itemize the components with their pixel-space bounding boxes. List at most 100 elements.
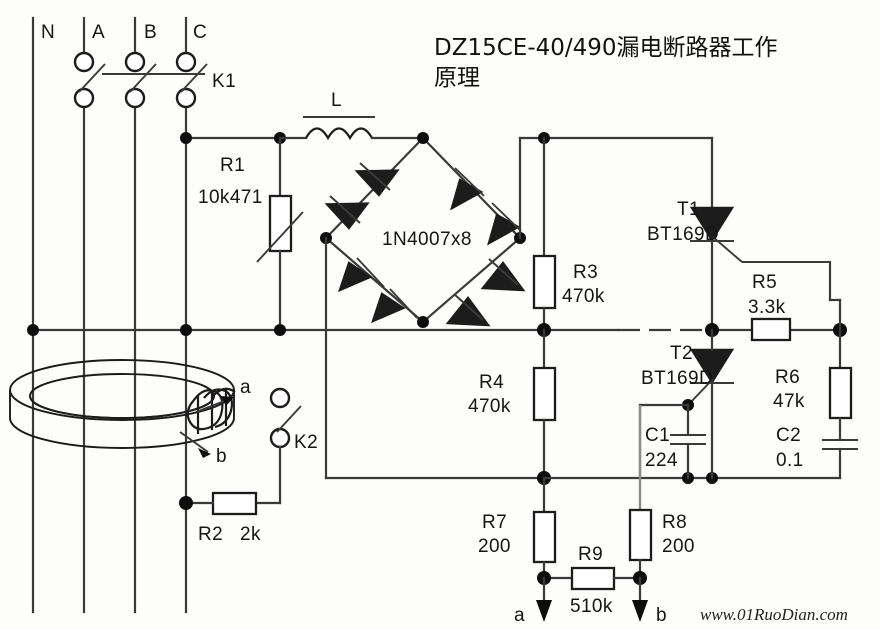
k1-contact-b-top[interactable] [124, 51, 146, 73]
phase-label-n: N [41, 22, 55, 43]
bridge-part-label: 1N4007x8 [382, 229, 472, 250]
diode-tr-2-bar [491, 202, 522, 232]
ct-lead-b-arrow [198, 448, 211, 458]
diagram-title-line1: DZ15CE-40/490漏电断路器工作 [434, 35, 778, 61]
r1-varistor-slash [256, 211, 304, 263]
node-mid-n [27, 324, 39, 336]
component-t1-thyristor[interactable] [689, 206, 830, 263]
component-c1-capacitor [670, 403, 706, 480]
diode-bl-2-bar [389, 288, 418, 319]
r5-ref-label: R5 [752, 272, 777, 293]
component-r6-body [828, 366, 853, 420]
node-mid-c [180, 324, 192, 336]
node-r2-to-c-rail [179, 496, 193, 510]
watermark-text: www.01RuoDian.com [700, 605, 848, 624]
switch-k2[interactable]: K2 [269, 387, 318, 453]
diode-bl-1-bar [356, 257, 385, 288]
diode-br-1-bar [488, 258, 519, 286]
ct-lead-b-line [179, 431, 209, 453]
diode-tl-2-bar [329, 195, 361, 224]
diode-tl-1-bar [359, 162, 391, 191]
t2-value-label: BT169D [641, 368, 713, 389]
ct-body-inner [29, 395, 215, 419]
t1-gate-lead [712, 236, 743, 263]
diode-tr-1-bar [454, 167, 485, 197]
node-c-top-tap [180, 132, 192, 144]
ct-lead-a-arrow [221, 396, 234, 406]
ct-terminal-a-label: a [240, 377, 251, 398]
t1-triangle [689, 206, 735, 243]
l-label: L [331, 90, 342, 111]
t2-ref-label: T2 [670, 343, 693, 364]
k1-contact-a-top[interactable] [73, 51, 95, 73]
r2-value-label: 2k [240, 524, 261, 545]
phase-label-b: B [144, 22, 157, 43]
t1-ref-label: T1 [677, 199, 700, 220]
k1-contact-a-bot[interactable] [73, 87, 95, 109]
bridge-node-bottom [417, 316, 429, 328]
diode-bl-2 [371, 288, 418, 324]
t1-value-label: BT169D [647, 224, 719, 245]
r9-value-label: 510k [570, 596, 613, 617]
r6-ref-label: R6 [775, 367, 800, 388]
diode-br-1 [480, 258, 526, 292]
r1-body [268, 194, 293, 253]
r3-ref-label: R3 [573, 262, 598, 283]
phase-label-a: A [92, 22, 105, 43]
component-r3-body [532, 254, 557, 310]
switch-k1[interactable]: K1 [73, 51, 236, 109]
component-r4-body [532, 366, 557, 422]
k1-contact-c-bot[interactable] [175, 87, 197, 109]
zero-sequence-current-transformer [9, 359, 236, 449]
k1-blade-c[interactable] [180, 63, 208, 93]
component-r9-body [570, 566, 616, 591]
r1-ref-label: R1 [220, 155, 245, 176]
r8-ref-label: R8 [662, 512, 687, 533]
k2-blade[interactable] [276, 405, 302, 433]
c2-ref-label: C2 [776, 425, 801, 446]
out-b-label: b [656, 605, 667, 626]
out-a-arrow [536, 600, 552, 622]
component-inductor-l [303, 116, 375, 141]
diode-br-2-bar [453, 293, 484, 321]
k2-contact-bottom[interactable] [269, 427, 291, 449]
component-c2-capacitor [822, 439, 858, 480]
r9-ref-label: R9 [578, 544, 603, 565]
diode-br-2 [445, 293, 491, 327]
r2-ref-label: R2 [198, 524, 223, 545]
diode-tr-1 [450, 167, 485, 211]
r7-value-label: 200 [478, 536, 511, 557]
ct-body-outer [9, 390, 235, 449]
bridge-arm-bottom-right [421, 236, 522, 324]
component-r8-body [628, 508, 653, 562]
k1-blade-b[interactable] [129, 63, 157, 93]
k1-blade-a[interactable] [78, 63, 106, 93]
k2-label: K2 [294, 432, 318, 453]
node-mid-r1 [274, 324, 286, 336]
diode-tl-2 [324, 195, 370, 230]
r4-value-label: 470k [468, 396, 511, 417]
k1-label: K1 [212, 71, 236, 92]
bridge-node-top [417, 132, 429, 144]
c1-ref-label: C1 [645, 425, 670, 446]
r4-ref-label: R4 [479, 372, 504, 393]
diagram-title-line2: 原理 [434, 65, 480, 91]
k2-contact-top[interactable] [269, 387, 291, 409]
out-a-label: a [514, 605, 525, 626]
t2-gate-lead [687, 378, 714, 406]
c1-value-label: 224 [645, 450, 678, 471]
r5-value-label: 3.3k [748, 297, 786, 318]
ct-terminal-b-label: b [216, 446, 227, 467]
r6-value-label: 47k [773, 391, 805, 412]
diode-tr-2 [487, 202, 522, 246]
c2-value-label: 0.1 [776, 450, 804, 471]
k1-contact-b-bot[interactable] [124, 87, 146, 109]
component-r7-body [532, 510, 557, 564]
diode-tl-1 [354, 162, 400, 197]
out-b-arrow [632, 600, 648, 622]
component-r5-body [750, 317, 792, 342]
k1-contact-c-top[interactable] [175, 51, 197, 73]
r3-value-label: 470k [562, 286, 605, 307]
